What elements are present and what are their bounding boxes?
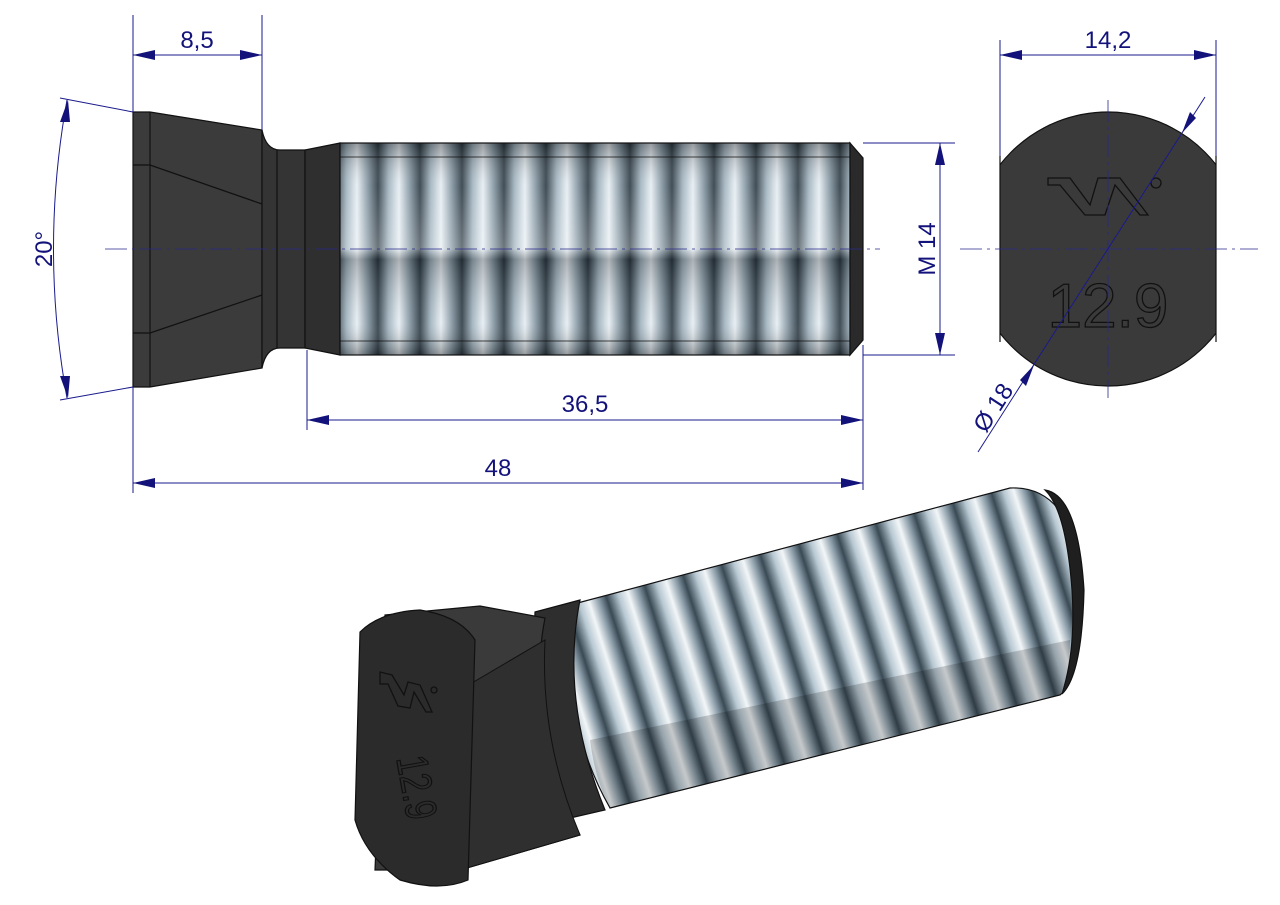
dimension-thread-size: M 14	[863, 142, 955, 356]
isometric-view: 12.9	[354, 487, 1085, 887]
head-facet-top	[133, 164, 263, 205]
dimension-label-flat-width: 14,2	[1085, 27, 1132, 54]
dimension-head-angle: 20°	[31, 97, 134, 401]
dimension-label-head-angle: 20°	[31, 231, 58, 267]
iso-manufacturer-logo	[379, 671, 438, 713]
bolt-head-side	[132, 111, 263, 388]
dimension-label-total-length: 48	[485, 455, 512, 482]
manufacturer-logo	[1047, 177, 1162, 216]
side-view	[105, 111, 880, 388]
dimension-thread-length: 36,5	[306, 345, 864, 490]
dimension-flat-width: 14,2	[999, 27, 1217, 156]
dimension-label-head-diameter: Ø 18	[968, 379, 1019, 437]
dimension-label-thread-length: 36,5	[562, 391, 609, 418]
dimension-total-length: 48	[132, 387, 863, 493]
grade-marking-iso: 12.9	[386, 752, 445, 824]
iso-thread-end-chamfer	[1043, 489, 1085, 695]
head-facet-bottom	[133, 294, 263, 334]
dimension-label-thread-size: M 14	[914, 222, 941, 275]
end-view: 12.9	[960, 100, 1258, 398]
dimension-head-length: 8,5	[132, 15, 263, 130]
iso-head-face	[354, 609, 476, 887]
dimension-label-head-length: 8,5	[180, 27, 213, 54]
